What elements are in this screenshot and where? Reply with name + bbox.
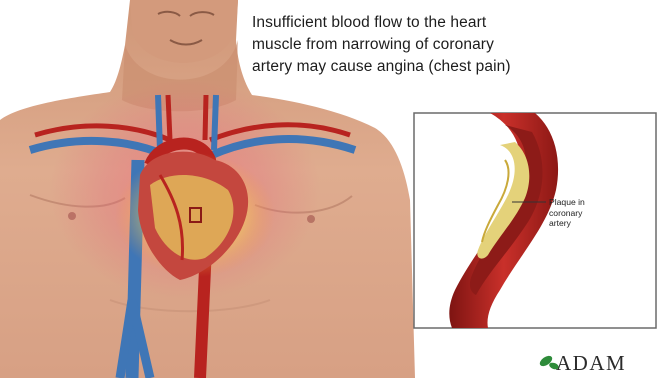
caption: Insufficient blood flow to the heart mus… xyxy=(252,12,656,78)
plaque-label-line-2: coronary xyxy=(549,208,629,219)
plaque-label: Plaque in coronary artery xyxy=(549,197,629,229)
caption-line-3: artery may cause angina (chest pain) xyxy=(252,56,656,78)
plaque-label-line-3: artery xyxy=(549,218,629,229)
caption-line-2: muscle from narrowing of coronary xyxy=(252,34,656,56)
plaque-label-line-1: Plaque in xyxy=(549,197,629,208)
caption-line-1: Insufficient blood flow to the heart xyxy=(252,12,656,34)
adam-logo: ADAM xyxy=(556,351,626,376)
